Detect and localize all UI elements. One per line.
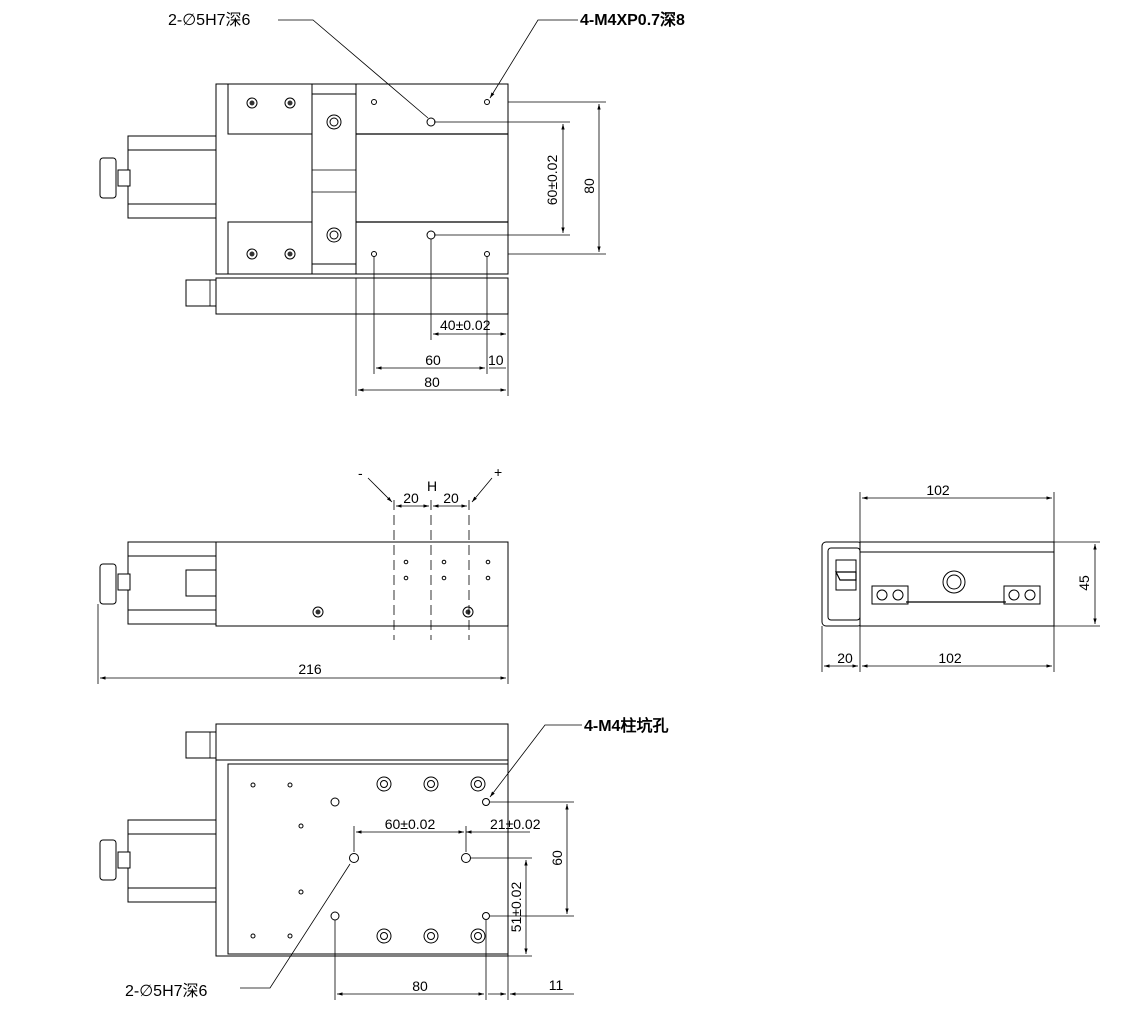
left-block-bottom [227,221,313,275]
dim-45: 45 [1076,575,1092,591]
dim-80-h: 80 [424,374,440,390]
bottom-view: 4-M4柱坑孔 2-∅5H7深6 60±0.02 21±0.02 60 51±0… [99,716,668,1000]
pin-hole-bottom [349,853,359,863]
leader-bottom-right [489,724,582,798]
leader-bottom-left [240,863,351,989]
dim-21-tol: 21±0.02 [490,816,541,832]
dim-10: 10 [488,352,504,368]
hole [484,99,490,105]
dim-11: 11 [549,977,564,993]
dim-102-bottom: 102 [938,650,962,666]
pin-hole [426,117,436,127]
stage-front [215,541,509,627]
dim-102-top: 102 [926,482,950,498]
carriage-top [355,83,509,275]
leader-top-right [489,19,578,99]
dim-216: 216 [298,661,322,677]
motor-knob [99,157,117,199]
callout-top-right: 4-M4XP0.7深8 [580,10,685,29]
label-H: H [427,478,437,494]
lower-rail [215,277,509,315]
hole [371,99,377,105]
hole [371,251,377,257]
top-view: 2-∅5H7深6 4-M4XP0.7深8 60±0.02 80 40±0.02 … [99,10,685,396]
dim-40-tol: 40±0.02 [440,317,491,333]
side-view: 102 45 20 102 [821,482,1100,672]
label-minus: - [358,465,363,481]
front-view: 20 20 H - + 216 [97,464,509,684]
motor-shaft [117,169,131,187]
leader-top-left [278,19,429,119]
hole [484,251,490,257]
dim-80-bottom: 80 [412,978,428,994]
dim-60-h: 60 [425,352,441,368]
connector [185,279,217,307]
callout-top-left: 2-∅5H7深6 [168,11,251,29]
dim-51-tol: 51±0.02 [508,882,524,933]
dim-60-tol-v: 60±0.02 [544,155,560,206]
dim-60-v-bottom: 60 [549,850,565,866]
dim-20-side: 20 [837,650,853,666]
upper-rail-bottom [215,723,509,761]
dim-60-tol-bottom: 60±0.02 [385,816,436,832]
callout-bottom-right: 4-M4柱坑孔 [584,716,668,735]
dim-80-v: 80 [581,178,597,194]
dim-20-left: 20 [403,490,419,506]
label-plus: + [494,464,502,480]
motor-inner [127,149,219,205]
dim-20-right: 20 [443,490,459,506]
pin-hole-bottom [461,853,471,863]
left-block-top [227,83,313,135]
callout-bottom-left: 2-∅5H7深6 [125,982,208,1000]
pin-hole [426,230,436,240]
